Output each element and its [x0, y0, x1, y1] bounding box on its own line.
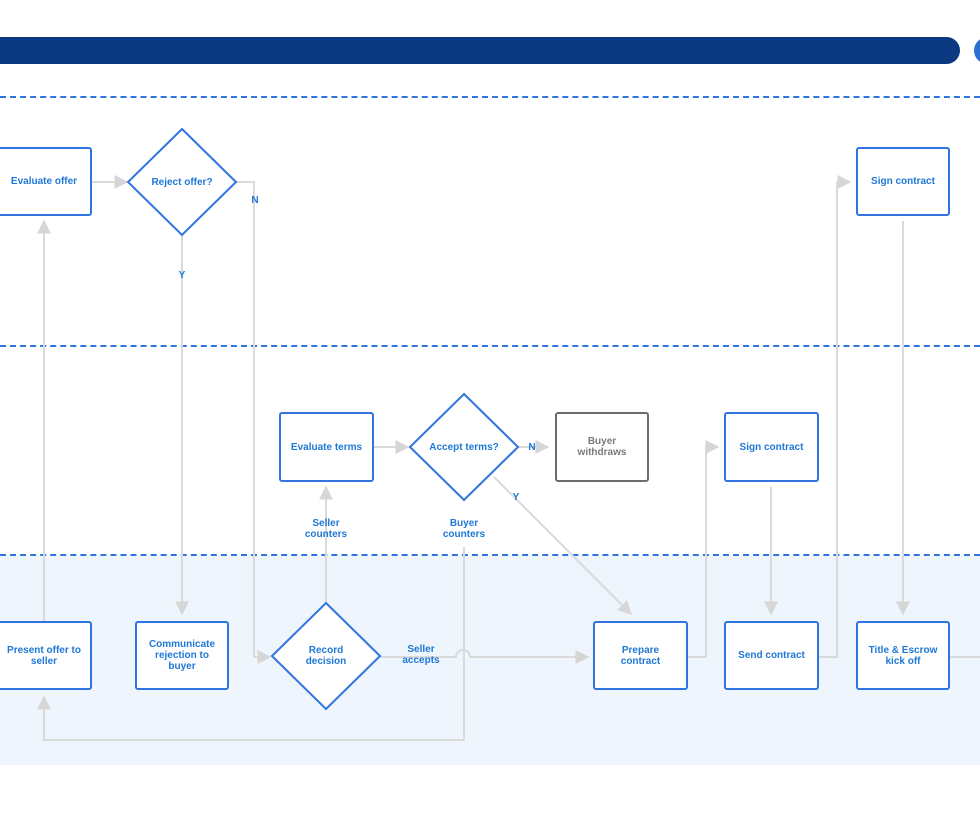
node-sign-contract-top[interactable]: Sign contract [856, 147, 950, 216]
edge-label-reject-no: N [251, 195, 259, 206]
edge-label-accept-yes: Y [512, 492, 520, 503]
lane-divider-bottom [0, 554, 980, 556]
edge-send-to-sign-top [819, 175, 852, 658]
node-title-escrow[interactable]: Title & Escrow kick off [856, 621, 950, 690]
node-buyer-withdraws[interactable]: Buyer withdraws [555, 412, 649, 482]
accept-terms-diamond [408, 392, 520, 502]
node-present-offer[interactable]: Present offer to seller [0, 621, 92, 690]
edge-prepare-to-sign [688, 440, 720, 658]
edge-reject-no [236, 181, 272, 664]
edge-accept-yes [493, 476, 632, 615]
node-evaluate-offer[interactable]: Evaluate offer [0, 147, 92, 216]
node-sign-contract-mid[interactable]: Sign contract [724, 412, 819, 482]
header-bar [0, 37, 960, 64]
node-record-decision-label[interactable]: Record decision [305, 645, 347, 667]
record-decision-diamond [270, 601, 382, 711]
edge-label-reject-yes: Y [178, 270, 186, 281]
edge-label-seller-accepts: Seller accepts [402, 644, 440, 666]
edge-label-buyer-counters: Buyer counters [442, 518, 486, 540]
edge-seller-accepts [380, 649, 590, 664]
reject-offer-diamond [126, 127, 238, 237]
node-prepare-contract[interactable]: Prepare contract [593, 621, 688, 690]
node-evaluate-terms[interactable]: Evaluate terms [279, 412, 374, 482]
node-communicate-rejection[interactable]: Communicate rejection to buyer [135, 621, 229, 690]
lane-divider-middle [0, 345, 980, 347]
node-accept-terms-label[interactable]: Accept terms? [429, 441, 499, 453]
lane-divider-top [0, 96, 980, 98]
node-reject-offer-label[interactable]: Reject offer? [151, 176, 213, 188]
node-send-contract[interactable]: Send contract [724, 621, 819, 690]
edge-label-seller-counters: Seller counters [304, 518, 348, 540]
edge-buyer-counters [37, 547, 465, 741]
header-dot [974, 37, 980, 64]
edge-label-accept-no: N [528, 442, 536, 453]
